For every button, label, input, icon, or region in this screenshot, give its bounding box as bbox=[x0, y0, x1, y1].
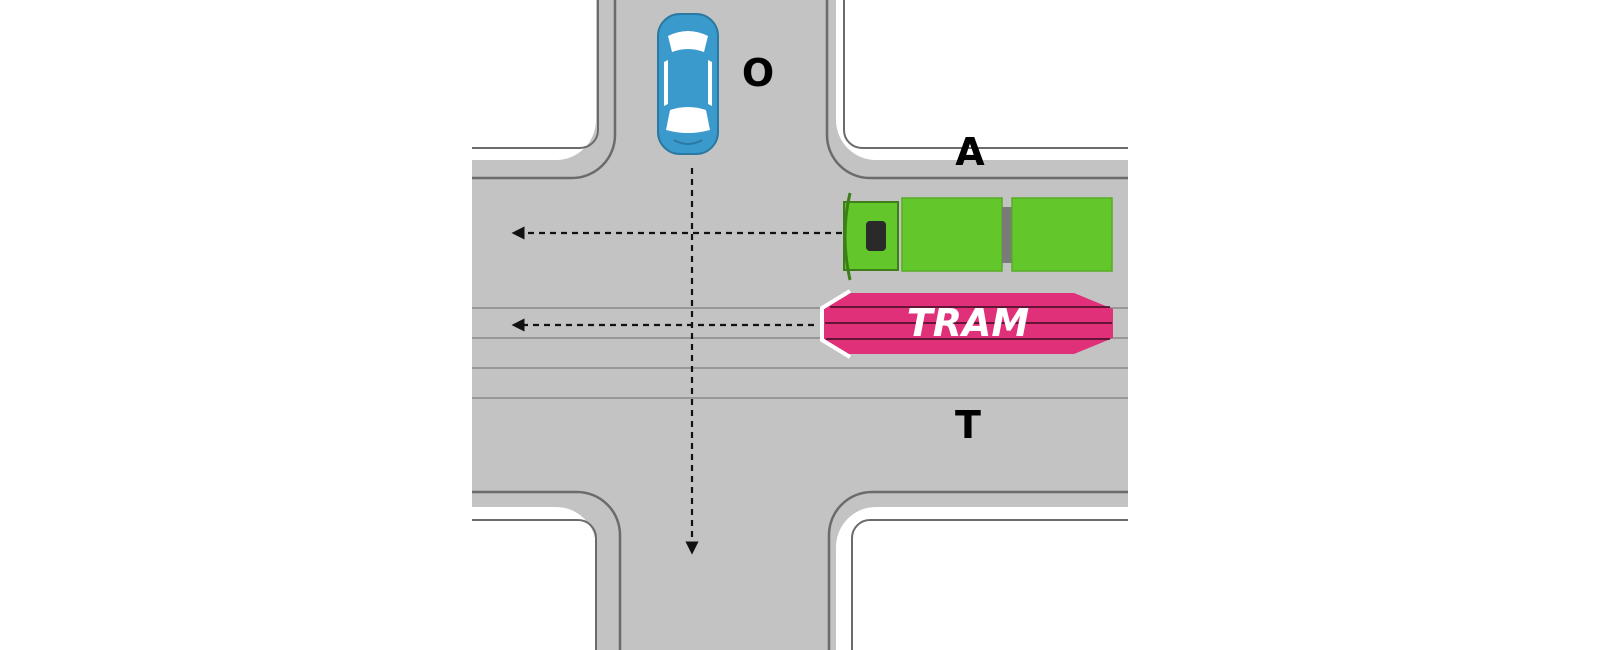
curb-nw-outer bbox=[472, 0, 617, 180]
curb-ne-outer bbox=[825, 0, 1128, 180]
truck-cab-roof bbox=[866, 221, 886, 251]
car-label: O bbox=[742, 51, 774, 95]
truck-bumper bbox=[843, 192, 852, 281]
corner-fill-sw bbox=[556, 507, 596, 547]
curb-sw-inner bbox=[472, 519, 597, 650]
truck-trailer-front bbox=[901, 197, 1003, 272]
tram-label: TRAM bbox=[907, 301, 1030, 345]
car-side-window-left bbox=[664, 60, 668, 106]
car bbox=[657, 13, 719, 155]
car-windshield-front bbox=[666, 107, 710, 133]
curbs bbox=[472, 0, 1128, 650]
tram: TRAM bbox=[820, 289, 1113, 359]
curb-ne-inner bbox=[843, 0, 1128, 149]
curb-nw-inner bbox=[472, 0, 599, 149]
curb-sw-outer bbox=[472, 490, 622, 650]
tram-track-label: T bbox=[955, 403, 981, 447]
tram-stripes bbox=[825, 306, 1112, 340]
corner-fill-se bbox=[836, 507, 876, 547]
car-windshield-rear bbox=[668, 31, 708, 52]
car-side-window-right bbox=[708, 60, 712, 106]
corner-fill-nw bbox=[556, 120, 596, 160]
curb-se-inner bbox=[851, 519, 1128, 650]
car-hood-line bbox=[673, 139, 703, 145]
truck-trailer-rear bbox=[1011, 197, 1113, 272]
curb-se-outer bbox=[827, 490, 1128, 650]
tram-front-outline bbox=[820, 289, 852, 359]
truck-coupling bbox=[1002, 207, 1012, 263]
path-arrows bbox=[511, 168, 842, 555]
corner-fill-ne bbox=[836, 120, 876, 160]
truck-label: A bbox=[955, 130, 985, 174]
truck bbox=[843, 192, 1113, 281]
